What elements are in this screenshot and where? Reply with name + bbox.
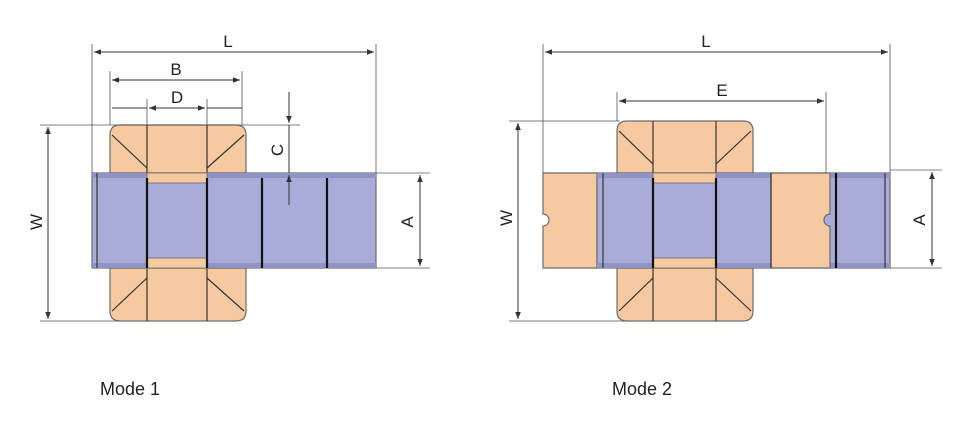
mode1-label-D: D — [171, 88, 183, 107]
mode1-label-B: B — [170, 60, 181, 79]
mode2-right-tuck-panel — [770, 172, 831, 269]
mode2-label-E: E — [716, 81, 727, 100]
mode1-top-flap — [109, 124, 247, 174]
mode2-labels: L E W A — [497, 32, 929, 226]
mode2-caption: Mode 2 — [612, 379, 672, 399]
mode2-bottom-flap — [616, 267, 754, 322]
mode1-label-C: C — [268, 144, 287, 156]
mode1-labels: L B D C W A — [27, 32, 417, 230]
mode1-label-A: A — [398, 216, 417, 228]
mode2-main-strip — [596, 172, 891, 269]
mode2-top-flap — [616, 120, 754, 174]
mode1-label-W: W — [27, 214, 46, 230]
mode2-dimensions — [509, 44, 942, 322]
mode1-dieline — [91, 124, 377, 322]
mode2-left-tuck-panel — [542, 172, 598, 269]
mode1-label-L: L — [223, 32, 232, 51]
mode1-caption: Mode 1 — [100, 379, 160, 399]
mode1-main-strip — [91, 172, 377, 269]
mode2-label-W: W — [497, 210, 516, 226]
mode2-dieline — [542, 120, 891, 322]
mode2-label-A: A — [910, 214, 929, 226]
mode1-dimensions — [40, 44, 430, 322]
mode2-label-L: L — [701, 32, 710, 51]
